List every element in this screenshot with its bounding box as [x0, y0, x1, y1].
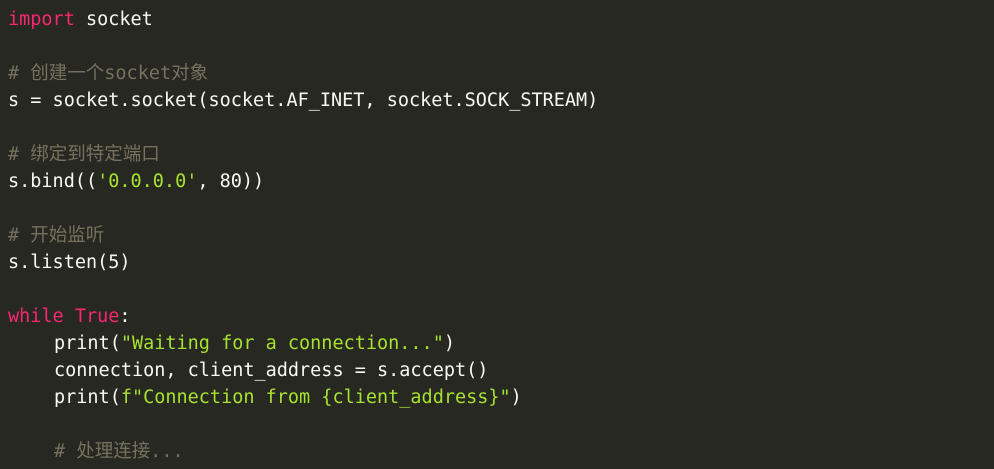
- code-line: [8, 276, 994, 303]
- code-line: s.bind(('0.0.0.0', 80)): [8, 168, 994, 195]
- comment-token: # 开始监听: [8, 225, 105, 246]
- code-token: s.bind((: [8, 171, 98, 192]
- code-line: [8, 33, 994, 60]
- code-line: [8, 411, 994, 438]
- code-line: import socket: [8, 6, 994, 33]
- code-line: [8, 195, 994, 222]
- code-token: print(: [54, 387, 121, 408]
- keyword-token: True: [74, 306, 120, 327]
- comment-token: # 处理连接...: [54, 441, 184, 462]
- code-token: connection, client_address = s.accept(): [54, 360, 489, 381]
- string-token: '0.0.0.0': [97, 171, 198, 192]
- code-line: s.listen(5): [8, 249, 994, 276]
- code-token: print(: [54, 333, 121, 354]
- code-token: socket: [74, 9, 153, 30]
- code-line: # 创建一个socket对象: [8, 60, 994, 87]
- keyword-token: while: [8, 306, 64, 327]
- code-token: s = socket.socket(socket.AF_INET, socket…: [8, 90, 599, 111]
- code-line: [8, 114, 994, 141]
- comment-token: # 绑定到特定端口: [8, 144, 160, 165]
- code-line: print("Waiting for a connection..."): [8, 330, 994, 357]
- code-line: # 绑定到特定端口: [8, 141, 994, 168]
- string-token: "Waiting for a connection...": [120, 333, 444, 354]
- code-line: connection, client_address = s.accept(): [8, 357, 994, 384]
- string-token: f"Connection from {client_address}": [120, 387, 511, 408]
- code-line: # 开始监听: [8, 222, 994, 249]
- code-line: # 处理连接...: [8, 438, 994, 465]
- code-line: s = socket.socket(socket.AF_INET, socket…: [8, 87, 994, 114]
- code-token: ): [510, 387, 522, 408]
- code-token: , 80)): [197, 171, 265, 192]
- code-token: s.listen(5): [8, 252, 131, 273]
- code-line: print(f"Connection from {client_address}…: [8, 384, 994, 411]
- code-token: ): [443, 333, 455, 354]
- comment-token: # 创建一个socket对象: [8, 63, 209, 84]
- code-token: [64, 306, 75, 327]
- code-line: while True:: [8, 303, 994, 330]
- keyword-token: import: [8, 9, 75, 30]
- code-token: :: [119, 306, 131, 327]
